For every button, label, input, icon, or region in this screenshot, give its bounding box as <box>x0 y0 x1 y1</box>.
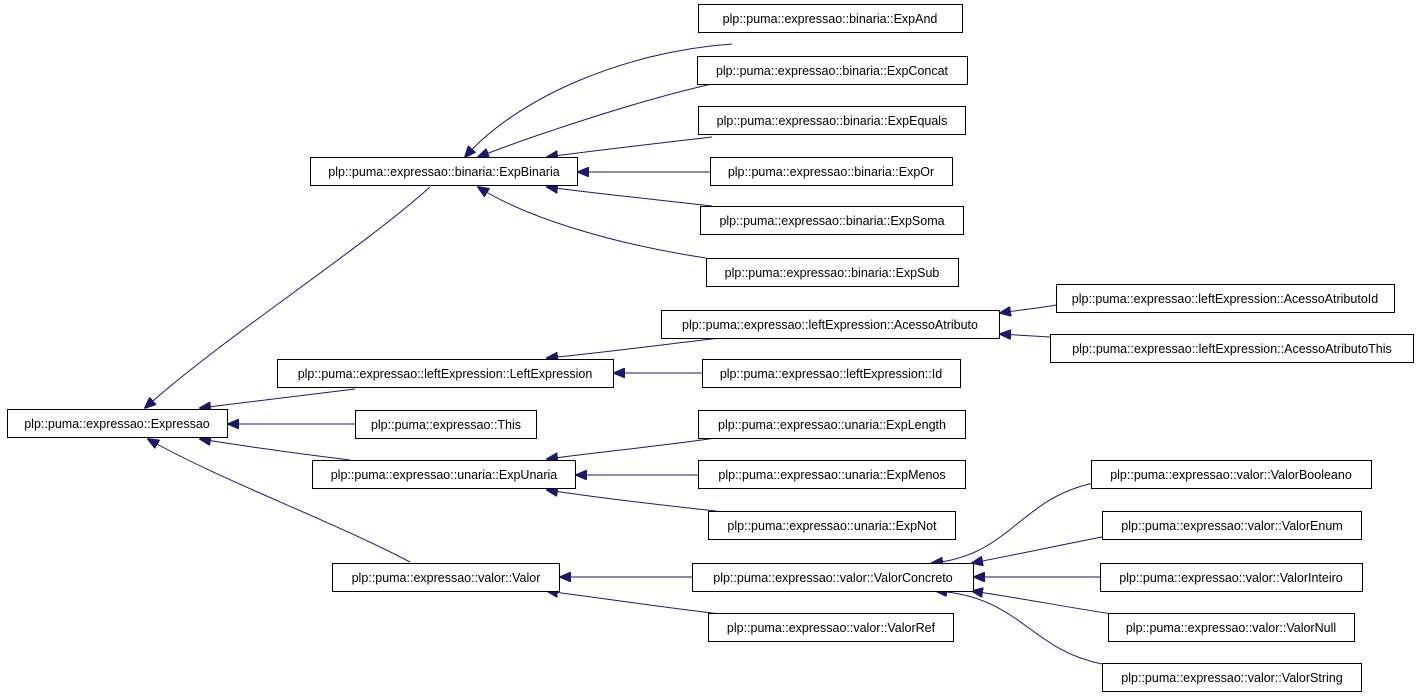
edge-valorstring-to-valorconcreto <box>936 591 1103 665</box>
node-explength[interactable]: plp::puma::expressao::unaria::ExpLength <box>698 410 966 439</box>
node-label: plp::puma::expressao::binaria::ExpBinari… <box>328 165 559 179</box>
node-acessoatributoid[interactable]: plp::puma::expressao::leftExpression::Ac… <box>1056 284 1395 313</box>
edge-valornull-to-valorconcreto <box>972 591 1113 615</box>
edge-expnot-to-expunaria <box>547 490 717 512</box>
edge-expunaria-to-expressao <box>200 439 351 461</box>
edge-expsoma-to-expbinaria <box>547 187 713 207</box>
node-expbinaria[interactable]: plp::puma::expressao::binaria::ExpBinari… <box>310 157 578 186</box>
node-label: plp::puma::expressao::valor::ValorConcre… <box>713 571 953 585</box>
node-label: plp::puma::expressao::binaria::ExpConcat <box>716 64 949 78</box>
node-expnot[interactable]: plp::puma::expressao::unaria::ExpNot <box>708 511 956 540</box>
node-leftexpression[interactable]: plp::puma::expressao::leftExpression::Le… <box>277 359 614 388</box>
node-valorenum[interactable]: plp::puma::expressao::valor::ValorEnum <box>1102 511 1362 540</box>
node-label: plp::puma::expressao::valor::ValorEnum <box>1121 519 1342 533</box>
node-label: plp::puma::expressao::Expressao <box>24 417 210 431</box>
edge-explength-to-expunaria <box>547 437 717 459</box>
edge-expbinaria-to-expressao <box>145 186 431 408</box>
node-label: plp::puma::expressao::binaria::ExpAnd <box>723 12 938 26</box>
node-label: plp::puma::expressao::unaria::ExpUnaria <box>331 468 558 482</box>
edge-acessoatributoid-to-acessoatributo <box>1000 304 1057 313</box>
node-expsoma[interactable]: plp::puma::expressao::binaria::ExpSoma <box>700 206 964 235</box>
node-expunaria[interactable]: plp::puma::expressao::unaria::ExpUnaria <box>312 460 576 489</box>
edge-valorenum-to-valorconcreto <box>972 536 1103 563</box>
node-valorinteiro[interactable]: plp::puma::expressao::valor::ValorInteir… <box>1100 563 1363 592</box>
node-valornull[interactable]: plp::puma::expressao::valor::ValorNull <box>1108 613 1355 642</box>
node-label: plp::puma::expressao::valor::Valor <box>352 571 541 585</box>
node-label: plp::puma::expressao::leftExpression::Ac… <box>1072 292 1378 306</box>
node-label: plp::puma::expressao::unaria::ExpMenos <box>718 468 945 482</box>
edge-expand-to-expbinaria <box>465 43 733 157</box>
node-label: plp::puma::expressao::unaria::ExpLength <box>718 418 946 432</box>
node-label: plp::puma::expressao::binaria::ExpOr <box>728 165 934 179</box>
edge-valorref-to-valor <box>547 591 721 615</box>
node-expmenos[interactable]: plp::puma::expressao::unaria::ExpMenos <box>698 460 966 489</box>
node-label: plp::puma::expressao::leftExpression::Le… <box>298 367 593 381</box>
node-label: plp::puma::expressao::valor::ValorInteir… <box>1119 571 1343 585</box>
node-this[interactable]: plp::puma::expressao::This <box>355 410 537 439</box>
node-label: plp::puma::expressao::This <box>371 418 521 432</box>
edge-expconcat-to-expbinaria <box>478 83 713 157</box>
class-nodes: plp::puma::expressao::Expressao plp::pum… <box>7 4 1414 692</box>
node-label: plp::puma::expressao::unaria::ExpNot <box>727 519 937 533</box>
node-valor[interactable]: plp::puma::expressao::valor::Valor <box>332 563 560 592</box>
edge-valorbooleano-to-valorconcreto <box>932 482 1095 563</box>
edge-valor-to-expressao <box>148 439 411 563</box>
node-id[interactable]: plp::puma::expressao::leftExpression::Id <box>702 359 961 388</box>
node-valorref[interactable]: plp::puma::expressao::valor::ValorRef <box>708 613 954 642</box>
node-label: plp::puma::expressao::binaria::ExpEquals <box>717 114 948 128</box>
node-expequals[interactable]: plp::puma::expressao::binaria::ExpEquals <box>698 106 966 135</box>
node-expsub[interactable]: plp::puma::expressao::binaria::ExpSub <box>706 258 959 287</box>
inheritance-edges <box>145 43 1113 665</box>
node-label: plp::puma::expressao::valor::ValorNull <box>1126 621 1336 635</box>
node-expressao[interactable]: plp::puma::expressao::Expressao <box>7 409 228 438</box>
node-acessoatributo[interactable]: plp::puma::expressao::leftExpression::Ac… <box>661 310 1000 339</box>
node-label: plp::puma::expressao::valor::ValorString <box>1121 671 1342 685</box>
node-label: plp::puma::expressao::leftExpression::Ac… <box>1072 342 1392 356</box>
node-label: plp::puma::expressao::leftExpression::Ac… <box>682 318 978 332</box>
node-label: plp::puma::expressao::binaria::ExpSoma <box>719 214 944 228</box>
edge-leftexpression-to-expressao <box>200 388 356 408</box>
node-valorconcreto[interactable]: plp::puma::expressao::valor::ValorConcre… <box>692 563 974 592</box>
node-label: plp::puma::expressao::valor::ValorBoolea… <box>1110 468 1352 482</box>
node-label: plp::puma::expressao::binaria::ExpSub <box>725 266 940 280</box>
node-valorbooleano[interactable]: plp::puma::expressao::valor::ValorBoolea… <box>1091 460 1372 489</box>
node-label: plp::puma::expressao::valor::ValorRef <box>727 621 936 635</box>
node-expor[interactable]: plp::puma::expressao::binaria::ExpOr <box>710 157 953 186</box>
node-expconcat[interactable]: plp::puma::expressao::binaria::ExpConcat <box>697 56 968 85</box>
node-label: plp::puma::expressao::leftExpression::Id <box>720 367 942 381</box>
edge-acessoatributothis-to-acessoatributo <box>1000 334 1051 337</box>
edge-expequals-to-expbinaria <box>547 136 713 157</box>
node-acessoatributothis[interactable]: plp::puma::expressao::leftExpression::Ac… <box>1050 334 1414 363</box>
edge-expsub-to-expbinaria <box>478 187 707 259</box>
edge-acessoatributo-to-leftexpression <box>547 337 721 358</box>
node-valorstring[interactable]: plp::puma::expressao::valor::ValorString <box>1102 663 1362 692</box>
node-expand[interactable]: plp::puma::expressao::binaria::ExpAnd <box>698 4 963 33</box>
